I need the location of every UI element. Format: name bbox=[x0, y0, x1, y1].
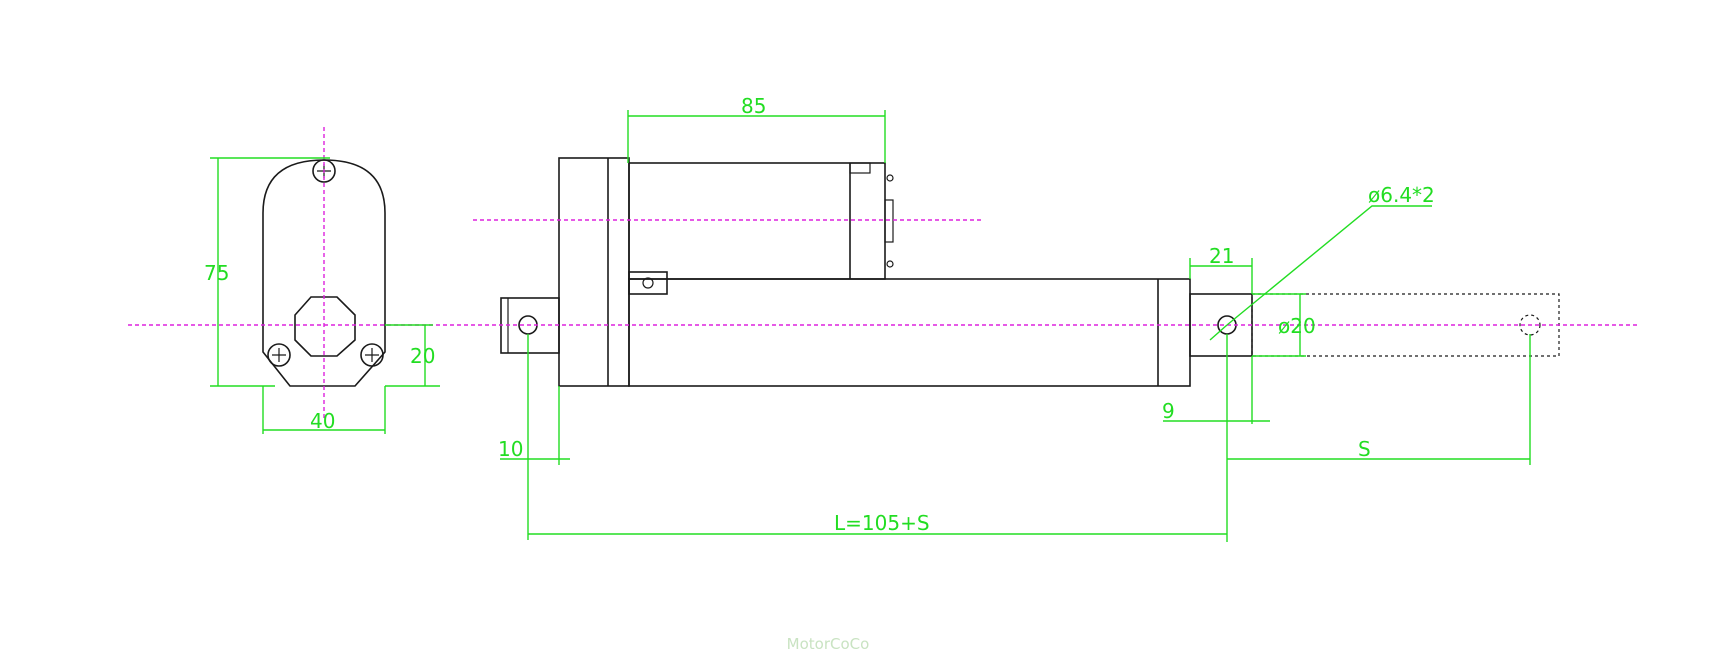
dimension-lines bbox=[210, 110, 1531, 542]
dim-20-lines bbox=[385, 324, 440, 387]
dim-21-lines bbox=[1189, 258, 1253, 294]
dim-9-label: 9 bbox=[1162, 399, 1175, 423]
gearbox-housing bbox=[558, 157, 630, 387]
wire-bracket-hole bbox=[642, 277, 654, 289]
dim-85-lines bbox=[627, 110, 886, 163]
dim-85-label: 85 bbox=[741, 94, 766, 118]
dim-20-label: 20 bbox=[410, 344, 435, 368]
dim-rod-dia-label: ø20 bbox=[1278, 314, 1316, 338]
motor-endcap-tab bbox=[849, 162, 871, 174]
dim-rod-dia-lines bbox=[1252, 293, 1306, 357]
dim-s-label: S bbox=[1358, 437, 1371, 461]
dim-9-lines bbox=[1163, 356, 1270, 424]
dim-s-lines bbox=[1226, 334, 1531, 542]
end-view-outline bbox=[262, 159, 386, 387]
rod-octagon bbox=[294, 296, 356, 357]
front-pin-hole-extended bbox=[1519, 314, 1541, 336]
wire-bracket bbox=[628, 271, 668, 295]
dim-l-lines bbox=[527, 465, 1227, 540]
motor-terminal-dot-top bbox=[886, 174, 894, 182]
dim-75-label: 75 bbox=[204, 261, 229, 285]
dimension-labels: 75 40 20 85 21 ø6.4*2 ø20 9 10 S L=105+S bbox=[204, 94, 1435, 535]
dim-l-label: L=105+S bbox=[834, 511, 930, 535]
mount-hole-right bbox=[360, 343, 384, 367]
outer-tube bbox=[628, 278, 1191, 387]
front-pin-leader-stub bbox=[1209, 324, 1228, 341]
dim-10-label: 10 bbox=[498, 437, 523, 461]
dim-10-lines bbox=[500, 334, 570, 465]
dim-40-lines bbox=[262, 386, 386, 434]
watermark: MotorCoCo bbox=[787, 635, 870, 653]
dim-hole-dia-label: ø6.4*2 bbox=[1368, 183, 1435, 207]
mount-hole-left-cross bbox=[272, 348, 286, 362]
mount-hole-left bbox=[267, 343, 291, 367]
end-view bbox=[262, 127, 386, 418]
motor-terminal bbox=[884, 199, 894, 243]
dim-21-label: 21 bbox=[1209, 244, 1234, 268]
mount-hole-top bbox=[312, 159, 336, 183]
motor-body bbox=[628, 162, 886, 280]
dim-75-lines bbox=[210, 157, 330, 387]
dim-hole-leader bbox=[1226, 205, 1432, 326]
mount-hole-right-cross bbox=[365, 348, 379, 362]
dim-40-label: 40 bbox=[310, 409, 335, 433]
motor-terminal-dot-bottom bbox=[886, 260, 894, 268]
